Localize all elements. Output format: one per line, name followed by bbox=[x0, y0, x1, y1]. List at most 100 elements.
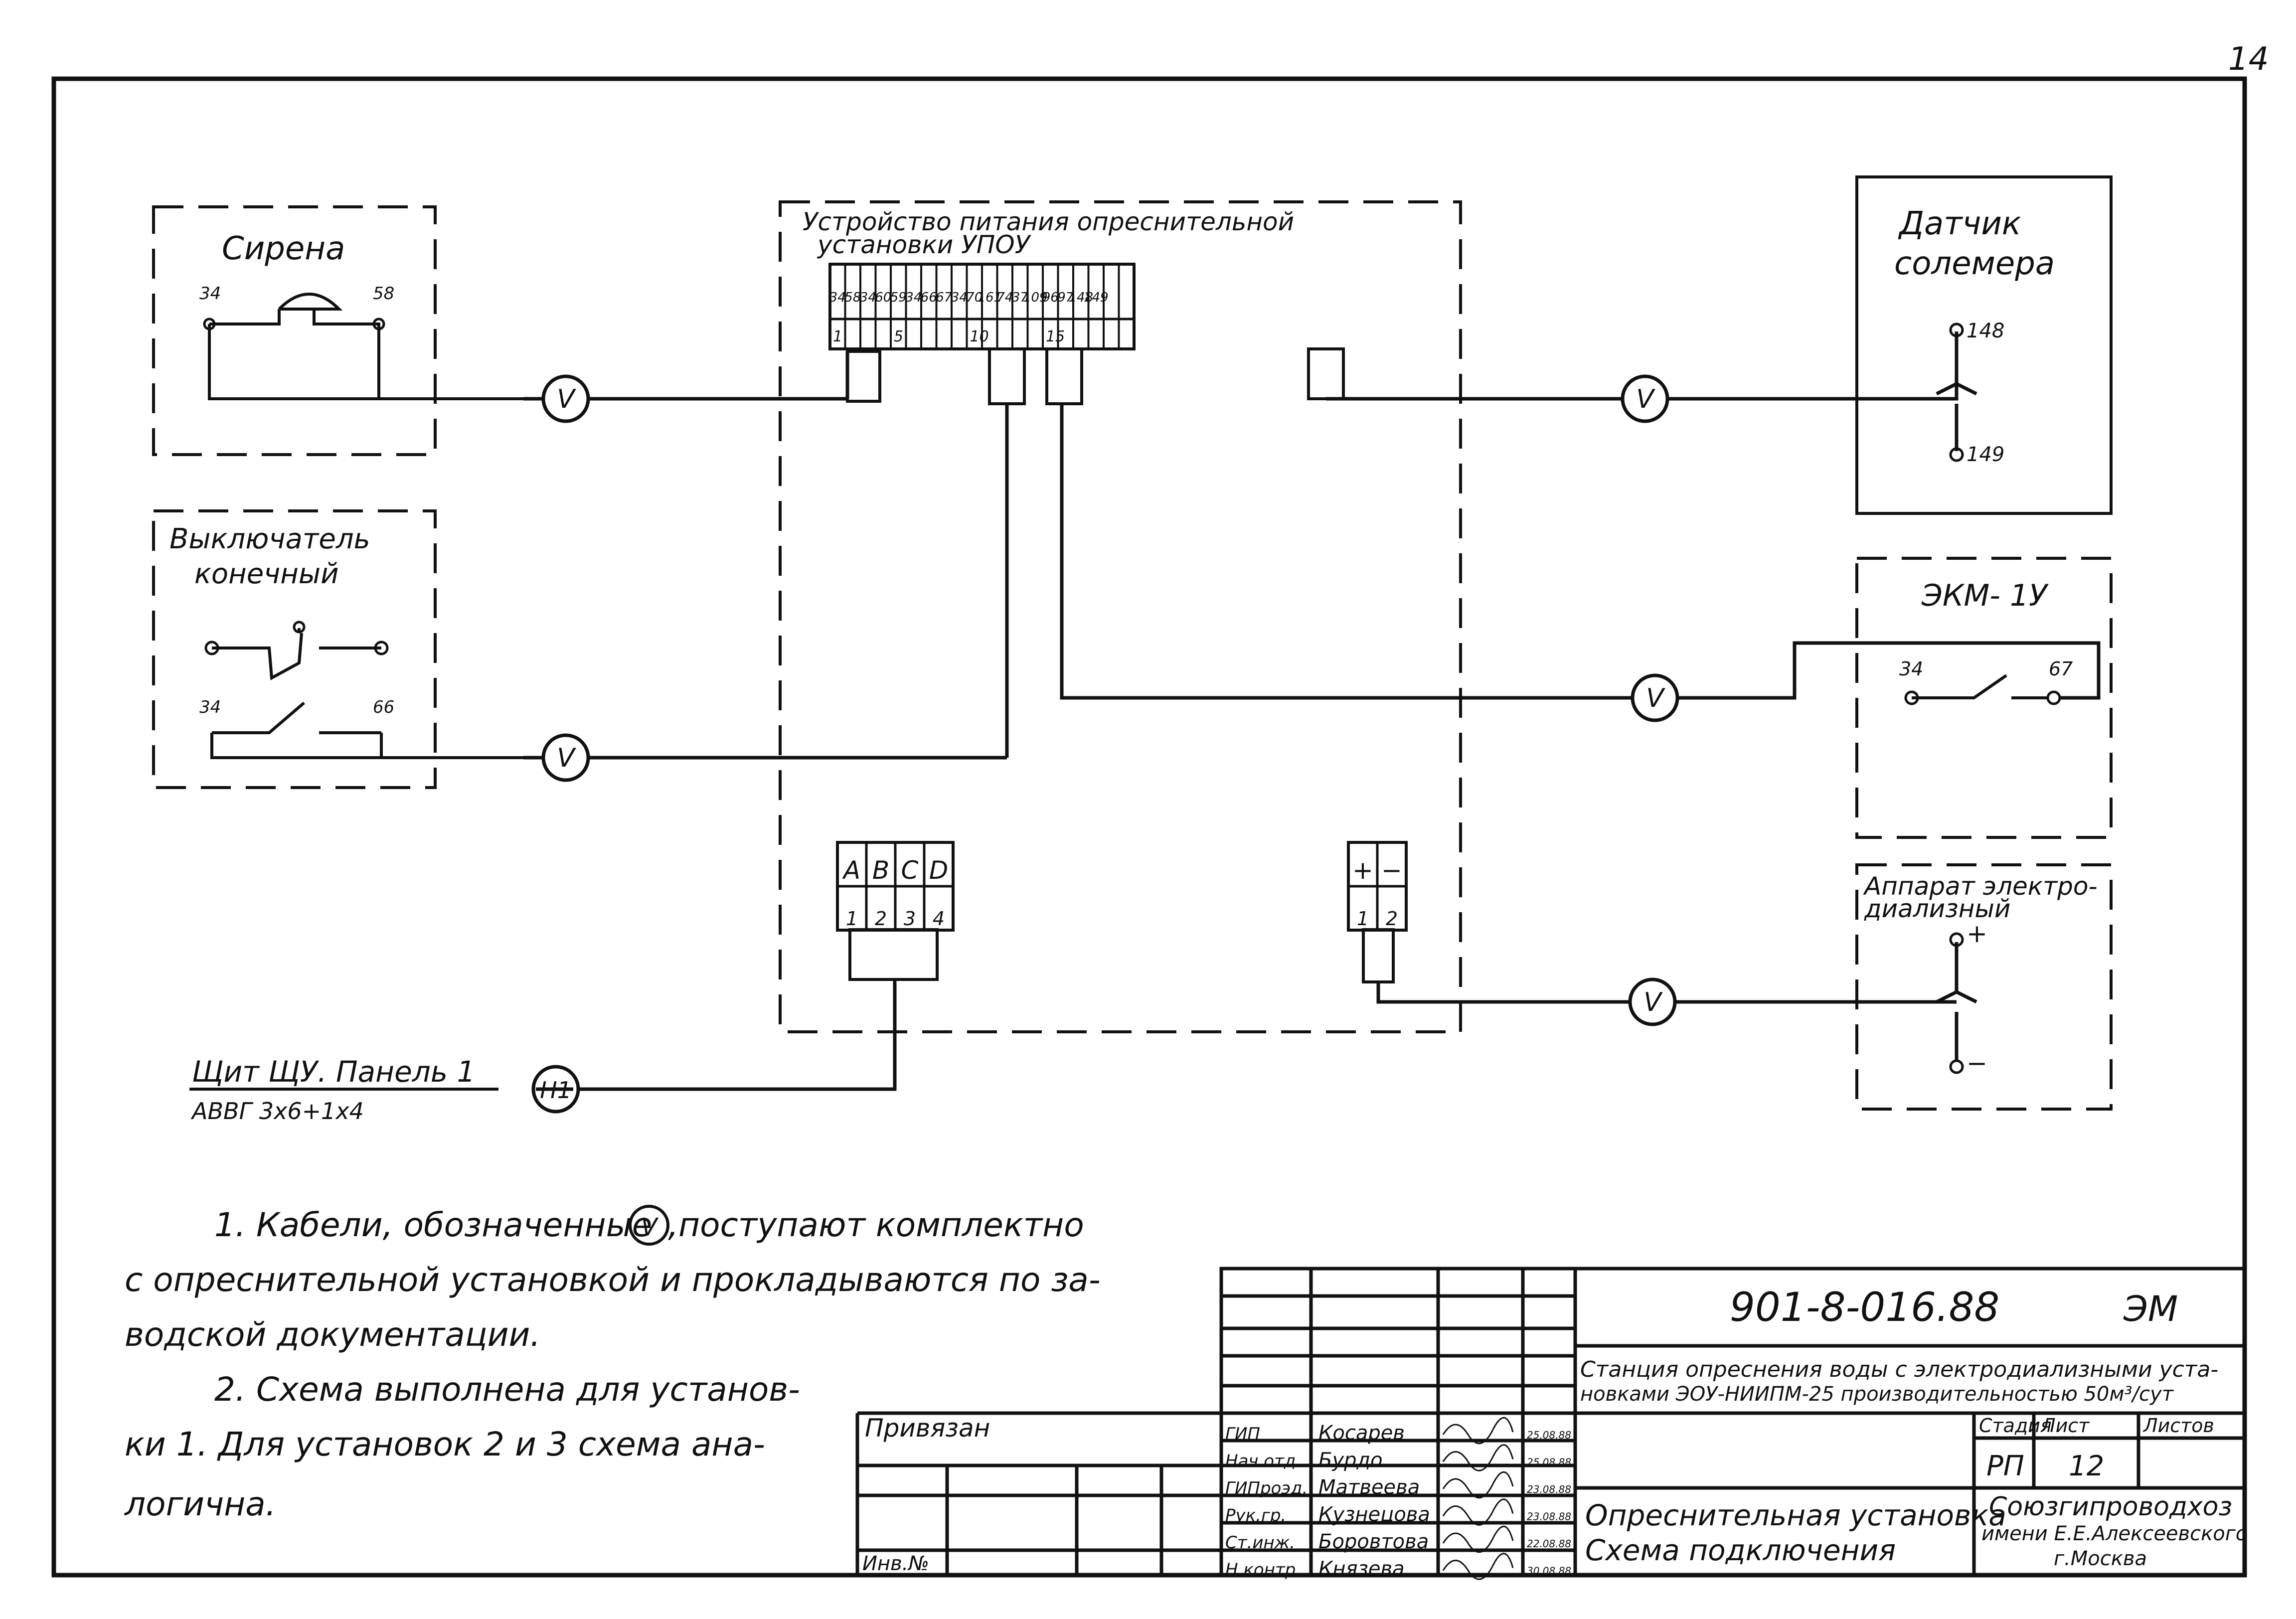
org-line-2: имени Е.Е.Алексеевского bbox=[1981, 1522, 2248, 1545]
cable-mark-electrodialysis: V bbox=[1628, 977, 1677, 1026]
power-unit-title-1: Устройство питания опреснительной bbox=[803, 207, 1294, 236]
signature-date: 23.08.88 bbox=[1527, 1511, 1571, 1523]
ekm-title: ЭКМ- 1У bbox=[1921, 578, 2049, 613]
power-unit-block: Устройство питания опреснительной устано… bbox=[779, 200, 1462, 1033]
drawing-title-2: Схема подключения bbox=[1585, 1533, 1896, 1567]
signature-date: 22.08.88 bbox=[1527, 1538, 1571, 1550]
terminal-bottom-label: 3 bbox=[904, 908, 916, 930]
sheet-header: Лист bbox=[2040, 1415, 2090, 1437]
cable-mark-panel: Н1 bbox=[531, 1065, 580, 1114]
terminal-top-label: 66 bbox=[921, 290, 937, 305]
title-block-text: 901-8-016.88 ЭМ Станция опреснения воды … bbox=[862, 1284, 2248, 1581]
terminal-top-label: 37 bbox=[1012, 290, 1029, 305]
limit-switch-block: Выключатель конечный 34 66 bbox=[152, 509, 523, 789]
ekm-switch-icon bbox=[1912, 674, 2049, 699]
signature-scribble bbox=[1442, 1525, 1514, 1553]
dc-terminal-strip: +1−2 bbox=[1347, 841, 1408, 932]
terminal-top-label: 34 bbox=[951, 290, 968, 305]
signature-role: Ст.инж. bbox=[1225, 1533, 1295, 1553]
siren-block: Сирена 34 58 bbox=[152, 205, 523, 456]
terminal-top-label: 59 bbox=[890, 290, 907, 305]
terminal-bottom-label: 5 bbox=[894, 328, 903, 345]
sheet-value: 12 bbox=[2069, 1450, 2104, 1482]
electrodialysis-plus: + bbox=[1967, 919, 1987, 948]
terminal-top-label: C bbox=[901, 856, 919, 885]
project-line-2: новками ЭОУ-НИИПМ-25 производительностью… bbox=[1580, 1383, 2174, 1406]
signature-scribble bbox=[1442, 1417, 1514, 1445]
ekm-terminal-67: 67 bbox=[2049, 658, 2073, 680]
signature-name: Боровтова bbox=[1318, 1530, 1429, 1553]
cable-mark-v-3: V bbox=[1636, 384, 1655, 414]
signature-role: ГИП bbox=[1225, 1424, 1260, 1444]
note-line-3: водской документации. bbox=[125, 1315, 540, 1354]
salinity-sensor-block: Датчик солемера 148 149 bbox=[1855, 175, 2113, 515]
inv-label: Инв.№ bbox=[862, 1552, 929, 1575]
section-code: ЭМ bbox=[2123, 1289, 2178, 1329]
terminal-strip: 3415834605953466673470101617437109961597… bbox=[828, 263, 1136, 350]
electrodialysis-block: Аппарат электро- диализный + − bbox=[1855, 863, 2113, 1111]
notes: 1. Кабели, обозначенные V ,поступают ком… bbox=[124, 1205, 1101, 1523]
signature-date: 23.08.88 bbox=[1527, 1483, 1571, 1495]
terminal-top-label: D bbox=[929, 856, 949, 885]
limit-switch-title-2: конечный bbox=[194, 558, 338, 590]
signature-date: 30.08.88 bbox=[1527, 1565, 1571, 1577]
stage-value: РП bbox=[1986, 1450, 2024, 1482]
signature-role: Нач.отд. bbox=[1225, 1452, 1301, 1471]
limit-switch-title-1: Выключатель bbox=[169, 523, 370, 555]
signature-scribble bbox=[1442, 1471, 1514, 1499]
signature-role: ГИПроэд. bbox=[1225, 1478, 1308, 1498]
terminal-top-label: 34 bbox=[905, 290, 922, 305]
terminal-top-label: 60 bbox=[875, 290, 891, 305]
terminal-top-label: − bbox=[1381, 856, 1402, 885]
terminal-top-label: 149 bbox=[1084, 290, 1109, 305]
siren-icon bbox=[208, 293, 523, 400]
terminal-bottom-label: 2 bbox=[1386, 908, 1398, 930]
terminal-bottom-label: 2 bbox=[875, 908, 887, 930]
cable-mark-sensor: V bbox=[1621, 374, 1669, 423]
cable-mark-limit-switch: V bbox=[541, 733, 590, 782]
note-cable-mark: V bbox=[641, 1213, 659, 1241]
salinity-sensor-title-2: солемера bbox=[1894, 245, 2055, 282]
signature-name: Князева bbox=[1318, 1558, 1405, 1581]
drawing-title-1: Опреснительная установка bbox=[1585, 1498, 2006, 1532]
ekm-block: ЭКМ- 1У 34 67 bbox=[1855, 557, 2113, 839]
signature-date: 25.08.88 bbox=[1527, 1429, 1571, 1441]
cable-mark-v-4: V bbox=[1646, 683, 1665, 713]
terminal-top-label: 58 bbox=[844, 290, 861, 305]
terminal-top-label: 34 bbox=[829, 290, 846, 305]
electrodialysis-title-2: диализный bbox=[1864, 894, 2010, 923]
panel-label-line1: Щит ЩУ. Панель 1 bbox=[192, 1055, 475, 1089]
sensor-terminal-148: 148 bbox=[1967, 320, 2004, 342]
siren-title: Сирена bbox=[222, 230, 345, 267]
signature-role: Рук.гр. bbox=[1225, 1506, 1286, 1526]
note-line-5: ки 1. Для установок 2 и 3 схема ана- bbox=[125, 1425, 765, 1463]
terminal-top-label: A bbox=[842, 856, 860, 885]
signature-scribble bbox=[1442, 1553, 1514, 1580]
electrodialysis-icon bbox=[1936, 942, 1977, 1062]
note-line-6: логична. bbox=[124, 1485, 276, 1523]
signature-name: Кузнецова bbox=[1318, 1503, 1430, 1526]
signature-name: Матвеева bbox=[1318, 1476, 1420, 1499]
signature-name: Косарев bbox=[1318, 1422, 1405, 1445]
panel-label: Щит ЩУ. Панель 1 АВВГ 3х6+1х4 bbox=[189, 1055, 498, 1125]
sheets-header: Листов bbox=[2142, 1415, 2214, 1437]
siren-terminal-34: 34 bbox=[199, 284, 221, 304]
power-unit-title-2: установки УПОУ bbox=[817, 230, 1032, 259]
cable-mark-siren: V bbox=[541, 374, 590, 423]
stage-header: Стадия bbox=[1979, 1415, 2052, 1437]
ekm-terminal-34: 34 bbox=[1899, 658, 1923, 680]
connector-plugs bbox=[846, 347, 1395, 983]
terminal-top-label: B bbox=[872, 856, 889, 885]
signature-role: Н.контр. bbox=[1225, 1560, 1301, 1580]
project-line-1: Станция опреснения воды с электродиализн… bbox=[1580, 1357, 2218, 1382]
cable-mark-v-1: V bbox=[557, 384, 576, 414]
note-line-2: с опреснительной установкой и прокладыва… bbox=[125, 1261, 1101, 1299]
panel-label-line2: АВВГ 3х6+1х4 bbox=[190, 1098, 364, 1125]
note-line-1-rest: ,поступают комплектно bbox=[668, 1206, 1084, 1244]
bound-label: Привязан bbox=[865, 1414, 990, 1443]
cable-mark-ekm: V bbox=[1631, 673, 1679, 722]
terminal-bottom-label: 15 bbox=[1046, 328, 1065, 345]
siren-terminal-58: 58 bbox=[373, 284, 394, 304]
terminal-bottom-label: 1 bbox=[846, 908, 858, 930]
